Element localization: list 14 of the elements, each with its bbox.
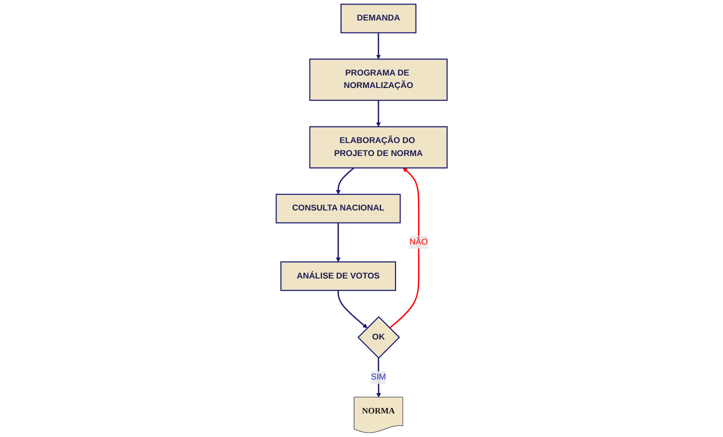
node-box: DEMANDA: [340, 4, 416, 34]
arrow: [336, 222, 340, 262]
arrow: [336, 167, 354, 195]
arrow: [376, 32, 381, 60]
arrow: [389, 168, 420, 329]
node-box: ANÁLISE DE VOTOS: [280, 261, 396, 291]
node-box: PROGRAMA DE NORMALIZAÇÃO: [309, 58, 448, 101]
arrow: [376, 100, 381, 127]
node-box: CONSULTA NACIONAL: [276, 194, 401, 224]
edge-label: NÃO: [409, 238, 428, 247]
node-diamond: OK: [357, 316, 400, 359]
edge-label: SIM: [370, 372, 386, 382]
node-box: ELABORAÇÃO DO PROJETO DE NORMA: [309, 126, 448, 168]
arrow: [337, 290, 368, 328]
